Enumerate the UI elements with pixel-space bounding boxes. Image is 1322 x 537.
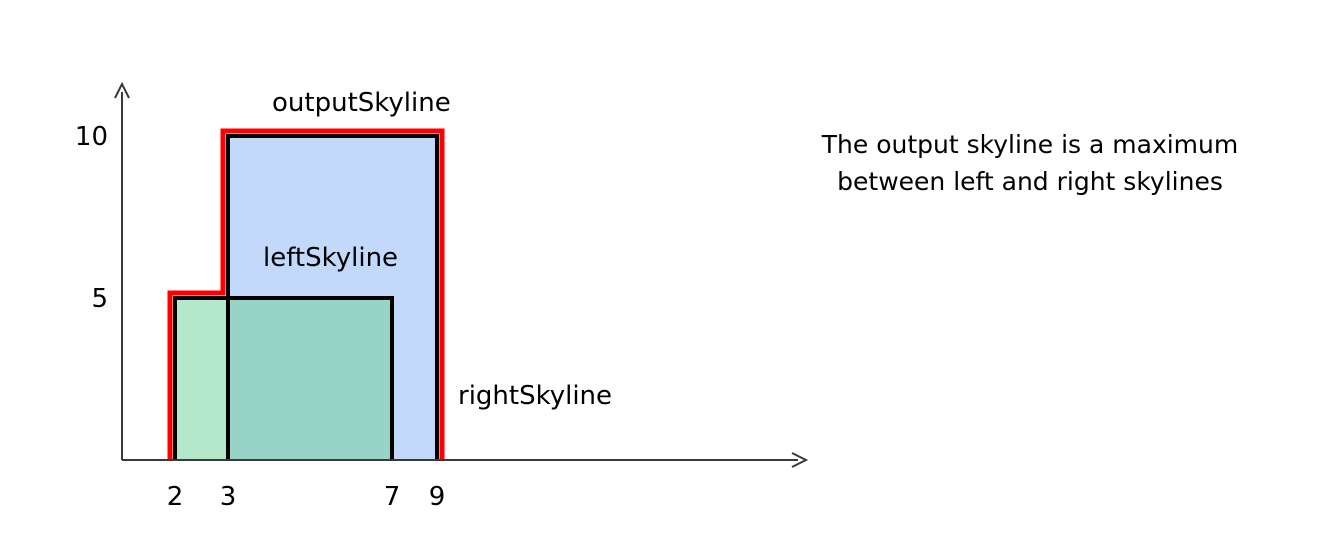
y-tick-labels: 5 10 — [75, 122, 108, 314]
x-tick-label: 3 — [220, 482, 237, 512]
left-skyline-label: leftSkyline — [263, 243, 398, 273]
y-axis-arrow — [114, 81, 130, 99]
right-skyline-label: rightSkyline — [458, 381, 612, 411]
x-tick-label: 9 — [429, 482, 446, 512]
caption: The output skyline is a maximum between … — [770, 126, 1290, 200]
x-axis-arrow — [791, 452, 809, 468]
caption-line-1: The output skyline is a maximum — [821, 130, 1239, 159]
y-tick-label: 5 — [91, 284, 108, 314]
output-skyline-outline — [167, 128, 445, 460]
caption-line-2: between left and right skylines — [837, 167, 1223, 196]
overlap-area — [228, 298, 392, 460]
x-tick-label: 2 — [167, 482, 184, 512]
left-skyline-outline — [173, 296, 394, 460]
y-tick-label: 10 — [75, 122, 108, 152]
output-skyline-label: outputSkyline — [272, 88, 451, 118]
x-tick-label: 7 — [384, 482, 401, 512]
